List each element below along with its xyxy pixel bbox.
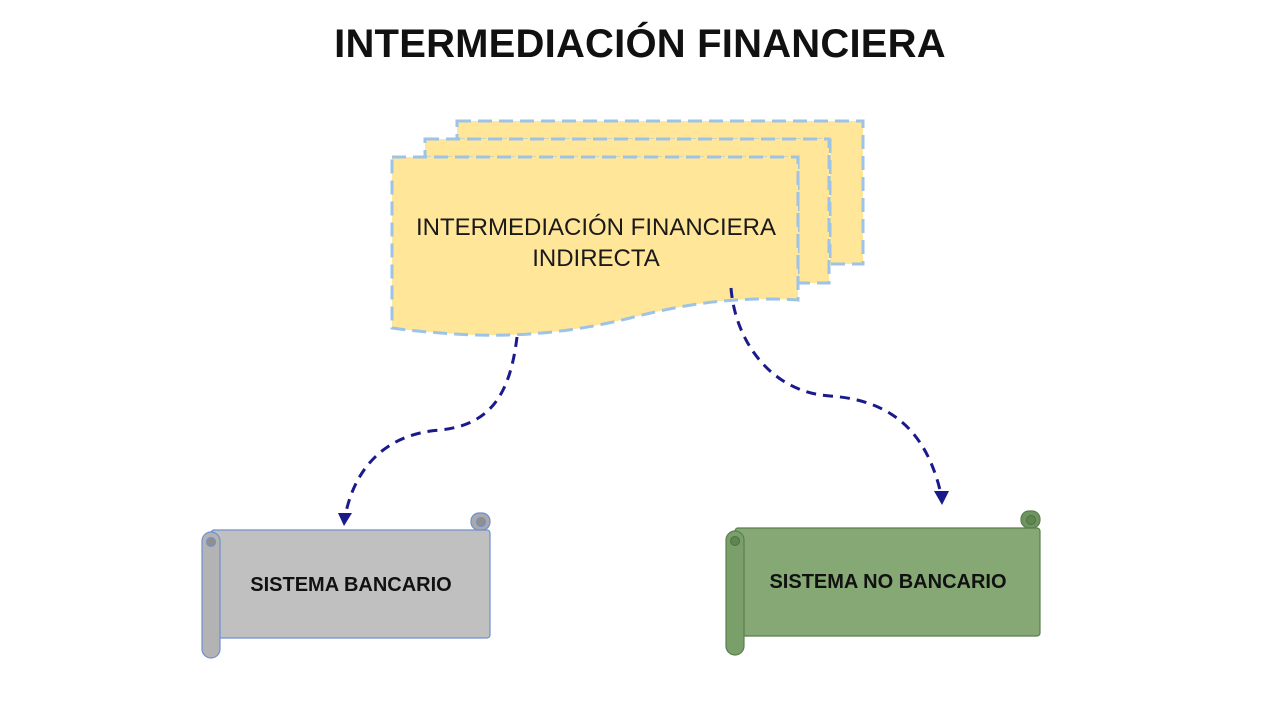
scroll-sistema-no-bancario[interactable] — [725, 510, 1041, 656]
document-front-sheet — [390, 155, 800, 337]
scroll-left-roll — [201, 531, 221, 659]
scroll-right-curl — [1026, 515, 1036, 525]
arrowhead-right-icon — [934, 491, 949, 505]
source-node-line2: INDIRECTA — [532, 245, 660, 272]
sistema-no-bancario-label: SISTEMA NO BANCARIO — [769, 571, 1007, 593]
scroll-left-curl — [206, 537, 216, 547]
scroll-left-roll — [725, 530, 745, 656]
scroll-left-curl — [730, 536, 740, 546]
arrow-to-sistema-bancario — [344, 336, 519, 513]
page-title: INTERMEDIACIÓN FINANCIERA — [334, 22, 946, 66]
scroll-sistema-bancario[interactable] — [201, 512, 491, 659]
scroll-right-curl — [476, 517, 486, 527]
sistema-bancario-label: SISTEMA BANCARIO — [250, 574, 452, 596]
multidocument-shape — [390, 119, 865, 337]
source-node-line1: INTERMEDIACIÓN FINANCIERA — [415, 214, 777, 241]
arrowhead-left-icon — [338, 513, 352, 526]
source-node-label: INTERMEDIACIÓN FINANCIERA INDIRECTA — [392, 212, 800, 274]
arrow-to-sistema-no-bancario — [729, 287, 942, 491]
connector-arrows — [338, 287, 949, 526]
